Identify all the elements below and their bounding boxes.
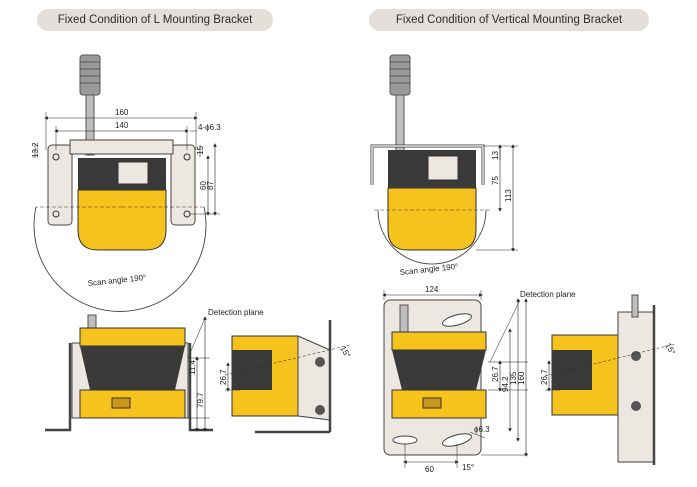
dim-11-4: 11.4 — [188, 359, 197, 375]
dim-124: 124 — [425, 285, 439, 294]
scan-angle-label: Scan angle 190° — [87, 273, 146, 288]
dim-87: 87 — [206, 181, 215, 190]
dim-140: 140 — [115, 121, 129, 130]
dim-hole: 4-ϕ6.3 — [198, 123, 221, 132]
dim-15-degree-bottom: 15° — [462, 463, 474, 472]
dim-60: 60 — [199, 181, 208, 190]
dim-13-2: 13.2 — [31, 142, 40, 158]
dim-15: 15 — [196, 146, 205, 155]
dim-15-degree-side: 15° — [663, 342, 677, 357]
dim-13: 13 — [491, 151, 500, 160]
dim-75: 75 — [491, 176, 500, 185]
connector-icon — [79, 54, 101, 156]
dim-135: 135 — [509, 371, 518, 385]
left-bottom-side — [224, 320, 351, 434]
right-bottom-front — [382, 290, 528, 468]
header-l-bracket: Fixed Condition of L Mounting Bracket — [37, 9, 273, 31]
dim-94-2: 94.2 — [501, 376, 510, 392]
detection-plane-label: Detection plane — [208, 308, 264, 317]
dim-113: 113 — [504, 189, 513, 202]
dim-15-degree: 15° — [338, 345, 352, 360]
dim-60: 60 — [425, 465, 434, 474]
header-vertical-bracket: Fixed Condition of Vertical Mounting Bra… — [369, 9, 649, 31]
dim-26-7-side: 26.7 — [540, 369, 549, 385]
scan-angle-label-right: Scan angle 190° — [399, 262, 458, 277]
right-bottom-side — [544, 294, 676, 465]
dim-hole-6-3: ϕ6.3 — [474, 425, 490, 434]
dim-26-7-front: 26.7 — [491, 366, 500, 382]
dim-79-7: 79.7 — [196, 392, 205, 408]
dim-26-7: 26.7 — [219, 369, 228, 385]
right-top-view — [370, 54, 518, 265]
dim-160-vertical: 160 — [517, 371, 526, 385]
left-bottom-front — [45, 314, 213, 432]
mounting-hole-icon — [52, 153, 191, 218]
connector-icon — [389, 54, 411, 156]
left-top-view — [33, 54, 220, 312]
dim-160: 160 — [115, 108, 129, 117]
detection-plane-label-right: Detection plane — [520, 290, 576, 299]
